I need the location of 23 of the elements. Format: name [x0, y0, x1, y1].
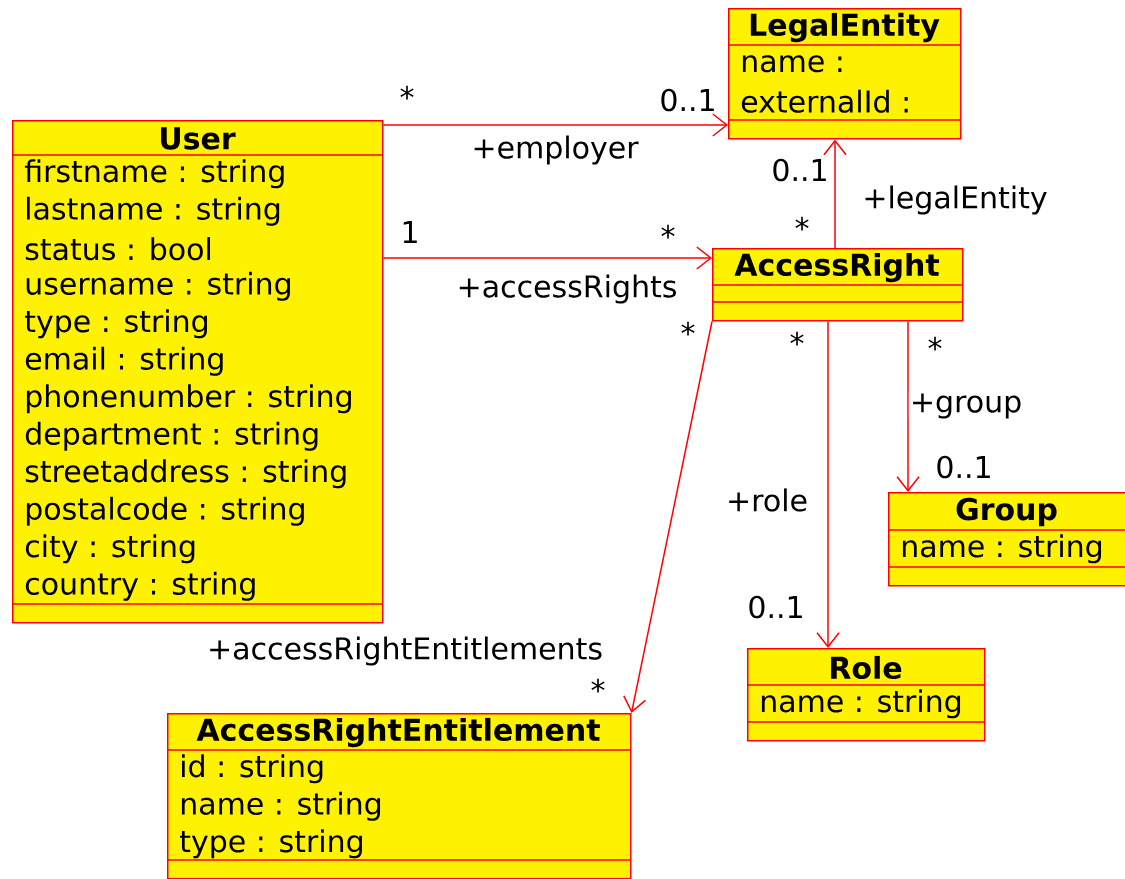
edge-label: +role [725, 487, 809, 513]
class-box: LegalEntity name : externalId : [727, 8, 962, 140]
association-arrow [382, 246, 712, 270]
class-box: Role name : string [746, 648, 986, 742]
multiplicity-label: 0..1 [658, 87, 718, 113]
association-arrow [382, 113, 728, 137]
edge-label: +accessRights [455, 273, 679, 305]
association-arrow [623, 320, 713, 713]
edge-label: +employer [470, 134, 640, 166]
multiplicity-label: 0..1 [934, 454, 994, 480]
edge-label: +group [908, 392, 1024, 420]
multiplicity-label: 0..1 [746, 594, 806, 620]
association-arrow [816, 320, 840, 648]
multiplicity-label: 0..1 [770, 157, 830, 183]
edge-label: +legalEntity [861, 184, 1049, 216]
class-box: AccessRightEntitlement id : string name : string type : string [166, 713, 632, 879]
edge-label: +accessRightEntitlements [206, 635, 604, 667]
association-arrow [823, 139, 847, 249]
multiplicity-label: 1 [399, 220, 421, 244]
association-arrow [896, 320, 920, 492]
class-box: AccessRight [711, 248, 964, 322]
class-box: Group name : string [887, 492, 1125, 587]
class-box: User firstname : string lastname : string status : bool username : string type : string email : string phonenumber : string department : string streetaddress : string postalcode : string city : string country : string [11, 120, 384, 624]
